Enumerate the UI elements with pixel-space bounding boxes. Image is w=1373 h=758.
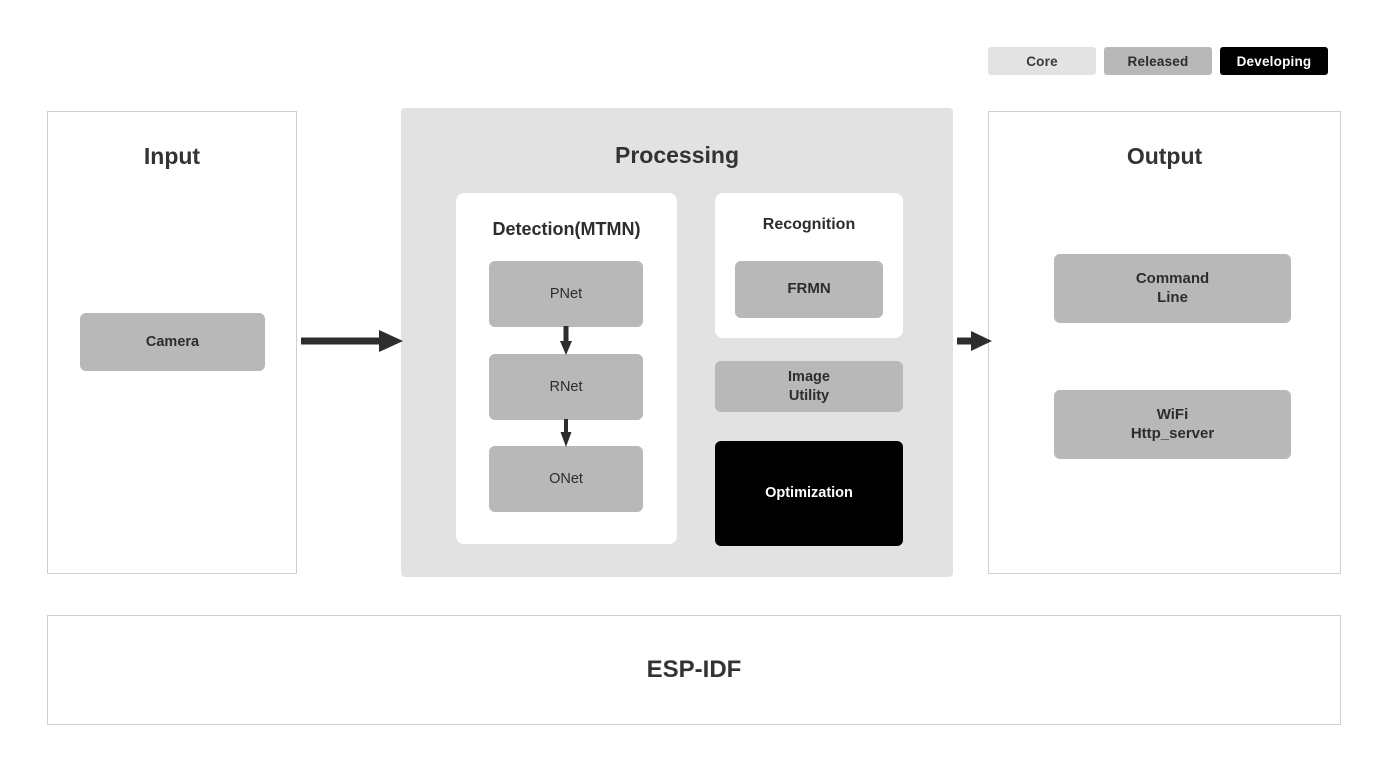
node-onet-label: ONet [549,470,583,487]
node-frmn: FRMN [735,261,883,318]
node-image-utility-label-line1: Image [788,369,830,386]
node-pnet: PNet [489,261,643,327]
input-panel-title: Input [143,143,201,169]
node-camera: Camera [80,313,265,371]
legend-item-developing: Developing [1220,47,1328,75]
recognition-group-title: Recognition [762,216,856,233]
node-optimization: Optimization [715,441,903,546]
legend-item-released: Released [1104,47,1212,75]
node-image-utility-label-line2: Utility [788,387,830,404]
node-onet: ONet [489,446,643,512]
legend-label-core: Core [1026,53,1058,69]
processing-panel-title: Processing [615,142,739,168]
node-optimization-label: Optimization [765,485,853,502]
arrow-input-to-processing-icon [301,330,403,352]
node-wifi-http-server: WiFi Http_server [1054,390,1291,459]
legend-label-developing: Developing [1236,53,1312,69]
esp-idf-label: ESP-IDF [646,656,742,683]
arrow-pnet-to-rnet-icon [560,326,572,355]
legend-label-released: Released [1127,53,1189,69]
legend-item-core: Core [988,47,1096,75]
node-command-line-label-line2: Line [1157,288,1188,306]
detection-group-title: Detection(MTMN) [492,219,641,239]
node-wifi-http-server-label-line1: WiFi [1156,405,1189,423]
node-frmn-label: FRMN [787,280,831,298]
node-rnet-label: RNet [549,378,583,395]
arrow-processing-to-output-icon [957,331,992,351]
node-command-line-label-line1: Command [1135,269,1210,287]
node-pnet-label: PNet [549,285,583,302]
esp-idf-panel: ESP-IDF [47,615,1341,725]
node-camera-label: Camera [145,333,200,350]
output-panel: Output [988,111,1341,574]
node-command-line: Command Line [1054,254,1291,323]
node-image-utility: Image Utility [715,361,903,412]
legend: Core Released Developing [988,47,1328,75]
node-rnet: RNet [489,354,643,420]
node-wifi-http-server-label-line2: Http_server [1130,424,1215,442]
output-panel-title: Output [1126,143,1203,169]
arrow-rnet-to-onet-icon [560,419,572,447]
